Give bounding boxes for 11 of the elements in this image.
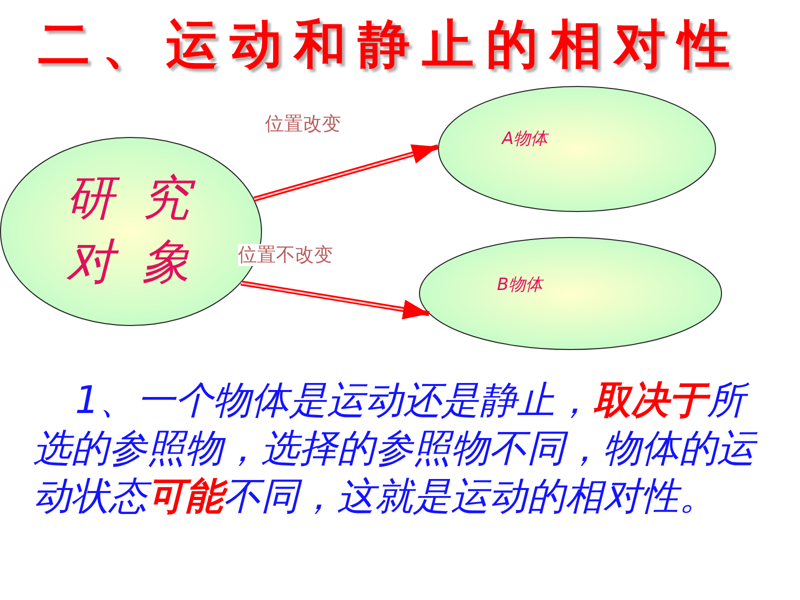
ellipse-node bbox=[438, 86, 716, 212]
edge-label: 位置改变 bbox=[265, 113, 341, 135]
node-label: B物体 bbox=[497, 274, 543, 296]
edge-label: 位置不改变 bbox=[238, 244, 333, 266]
slide-title: 二、运动和静止的相对性 bbox=[38, 14, 742, 76]
arrow bbox=[240, 280, 430, 320]
ellipse-node bbox=[419, 237, 722, 350]
arrow bbox=[253, 144, 439, 202]
node-label: 研究对象 bbox=[66, 169, 219, 292]
node-label: A物体 bbox=[502, 128, 548, 150]
statement-paragraph: 1、一个物体是运动还是静止，取决于所选的参照物，选择的参照物不同，物体的运动状态可能不同，这就是运动的相对性。 bbox=[33, 376, 768, 520]
